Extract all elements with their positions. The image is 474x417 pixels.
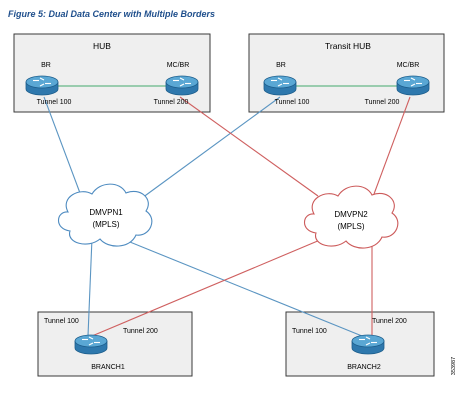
tunnel-200-link xyxy=(179,96,319,197)
cloud-label: DMVPN2 xyxy=(334,210,368,219)
tunnel-100-link xyxy=(87,237,93,337)
router-icon xyxy=(74,334,108,355)
cloud-label: DMVPN1 xyxy=(89,208,123,217)
cloud-label: (MPLS) xyxy=(92,220,119,229)
cloud-label: (MPLS) xyxy=(337,222,364,231)
tunnel-label: Tunnel 200 xyxy=(123,328,158,335)
router-label: BR xyxy=(276,62,286,69)
router-label: MC/BR xyxy=(397,62,420,69)
tunnel-label: Tunnel 200 xyxy=(372,318,407,325)
figure-id: 353987 xyxy=(451,357,457,375)
tunnel-label: Tunnel 100 xyxy=(292,328,327,335)
router-icon xyxy=(263,75,297,96)
transit-hub-site-box xyxy=(248,33,445,113)
tunnel-200-link xyxy=(373,96,411,195)
router-icon xyxy=(25,75,59,96)
tunnel-label: Tunnel 100 xyxy=(275,99,310,106)
tunnel-100-link xyxy=(119,237,363,337)
router-label: BR xyxy=(41,62,51,69)
router-icon xyxy=(165,75,199,96)
branch2-label: BRANCH2 xyxy=(347,364,381,371)
tunnel-label: Tunnel 200 xyxy=(365,99,400,106)
branch1-label: BRANCH1 xyxy=(91,364,125,371)
tunnel-label: Tunnel 100 xyxy=(44,318,79,325)
router-icon xyxy=(396,75,430,96)
hub-title: HUB xyxy=(93,41,111,51)
router-icon xyxy=(351,334,385,355)
tunnel-200-link xyxy=(91,239,321,337)
tunnel-100-link xyxy=(43,96,81,194)
tunnel-label: Tunnel 200 xyxy=(154,99,189,106)
branch1-site-box xyxy=(37,311,193,377)
tunnel-label: Tunnel 100 xyxy=(37,99,72,106)
transit-hub-title: Transit HUB xyxy=(325,41,371,51)
router-label: MC/BR xyxy=(167,62,190,69)
figure-title: Figure 5: Dual Data Center with Multiple… xyxy=(8,9,216,19)
hub-site-box xyxy=(13,33,211,113)
tunnel-100-link xyxy=(141,96,281,199)
